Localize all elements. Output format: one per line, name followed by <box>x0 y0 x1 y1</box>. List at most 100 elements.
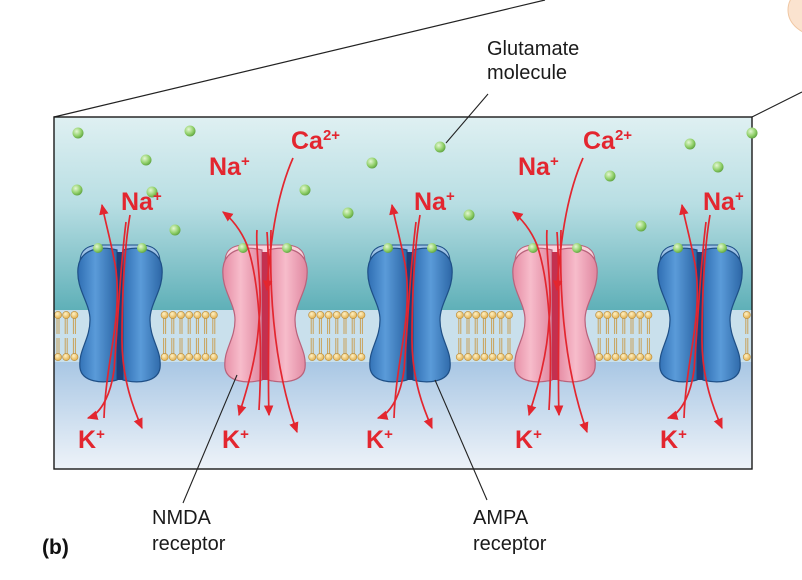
lipid-head <box>62 311 71 319</box>
bound-glutamate <box>238 243 248 253</box>
ion-label-k: K+ <box>222 426 249 454</box>
lipid-head <box>209 311 218 319</box>
ion-flow-arrow <box>262 157 294 292</box>
ion-flow-arrow <box>666 221 707 420</box>
lipid-head <box>472 353 481 361</box>
lipid-head <box>54 353 62 361</box>
lipid-head <box>636 353 645 361</box>
lipid-head <box>168 353 177 361</box>
ion-flow-arrow <box>86 221 127 420</box>
ion-labels: Na+ Na+ Ca2+ Na+ Na+ Ca2+ Na+ K+ K+ K+ K… <box>78 127 744 454</box>
ion-flow-arrow <box>121 214 143 430</box>
lipid-head <box>488 311 497 319</box>
nmda-receptor <box>512 243 598 383</box>
ampa-receptor <box>367 243 453 383</box>
membrane-panel <box>53 116 753 470</box>
lipid-head <box>455 353 464 361</box>
lipid-head <box>496 311 505 319</box>
bound-glutamate <box>572 243 582 253</box>
lipid-head <box>185 311 194 319</box>
perspective-line-right <box>751 91 802 118</box>
receptor-pore <box>117 252 123 380</box>
ion-flow-arrow <box>679 203 699 419</box>
lipid-head <box>464 353 472 361</box>
panel-a-edge-shape <box>787 0 802 33</box>
glutamate-molecule <box>684 138 696 150</box>
receptor-subunit <box>222 247 263 383</box>
ion-flow-arrow <box>411 214 433 430</box>
glutamate-molecule <box>169 224 181 236</box>
glutamate-molecule <box>604 170 616 182</box>
glutamate-molecule <box>366 157 378 169</box>
ion-label-k: K+ <box>78 426 105 454</box>
panel-border <box>53 116 753 470</box>
lipid-head <box>177 311 185 319</box>
ampa-callout-line <box>434 379 488 501</box>
ion-label-na: Na+ <box>518 153 559 181</box>
lipid-head <box>70 353 79 361</box>
lipid-head <box>193 353 202 361</box>
callout-lines <box>182 93 489 504</box>
bound-glutamate <box>282 243 292 253</box>
lipid-head <box>603 311 612 319</box>
glutamate-molecule <box>299 184 311 196</box>
lipid-head <box>595 353 604 361</box>
lipid-head <box>644 353 653 361</box>
ion-flow-arrow <box>553 231 564 417</box>
lipid-head <box>62 353 71 361</box>
ion-flow-arrow <box>389 203 409 419</box>
lipid-head <box>168 311 177 319</box>
lipid-head <box>496 353 505 361</box>
lipid-head <box>611 353 620 361</box>
lipid-head <box>349 311 358 319</box>
ion-flow-arrow <box>263 231 274 417</box>
lipid-head <box>316 353 325 361</box>
lipid-head <box>332 311 341 319</box>
receptor-pore <box>262 252 268 380</box>
glutamate-molecule <box>72 127 84 139</box>
lipid-head <box>316 311 325 319</box>
ion-label-ca: Ca2+ <box>291 127 340 155</box>
glutamate-molecule <box>140 154 152 166</box>
receptor-channels <box>77 243 743 383</box>
receptor-subunit <box>512 247 553 383</box>
lipid-head <box>70 311 79 319</box>
lipid-head <box>308 311 317 319</box>
glutamate-molecule <box>463 209 475 221</box>
lipid-head <box>324 353 333 361</box>
receptor-pore <box>697 252 703 380</box>
lipid-head <box>177 353 185 361</box>
glutamate-molecule <box>146 186 158 198</box>
lipid-head <box>308 353 317 361</box>
lipid-head <box>54 311 62 319</box>
ampa-receptor <box>77 243 163 383</box>
ion-label-ca: Ca2+ <box>583 127 632 155</box>
lipid-head <box>455 311 464 319</box>
lipid-head <box>160 311 169 319</box>
bound-glutamate <box>673 243 683 253</box>
lipid-head <box>349 353 358 361</box>
ion-label-na: Na+ <box>121 188 162 216</box>
glutamate-molecule <box>746 127 758 139</box>
nmda-callout-line <box>182 374 238 504</box>
glutamate-molecule <box>635 220 647 232</box>
lipid-head <box>488 353 497 361</box>
panel-label: (b) <box>42 536 69 559</box>
lipid-head <box>480 311 489 319</box>
ion-flow-arrow <box>376 221 417 420</box>
ion-label-k: K+ <box>515 426 542 454</box>
receptor-pore <box>552 252 558 380</box>
ion-flow-arrow <box>512 211 552 411</box>
lipid-head <box>603 353 612 361</box>
glutamate-molecule <box>71 184 83 196</box>
bound-glutamate <box>528 243 538 253</box>
lipid-head <box>595 311 604 319</box>
lipid-head <box>332 353 341 361</box>
ion-label-k: K+ <box>660 426 687 454</box>
lipid-head <box>611 311 620 319</box>
ion-label-na: Na+ <box>703 188 744 216</box>
lipid-head <box>628 311 636 319</box>
bound-glutamate <box>137 243 147 253</box>
